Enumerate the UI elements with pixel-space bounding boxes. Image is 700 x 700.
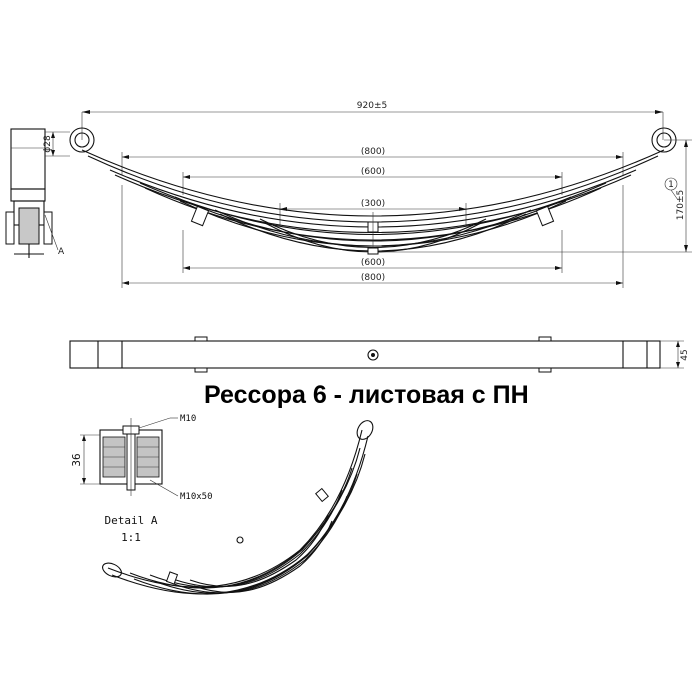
dim-top-300: (300) (361, 199, 385, 209)
left-eye (69, 127, 95, 153)
end-view: ϕ28 A (5, 128, 70, 258)
dim-width: 45 (680, 349, 690, 360)
isometric-view (102, 420, 374, 595)
callout-number: 1 (668, 180, 674, 190)
left-clamp (190, 205, 210, 227)
bolt-top-label: M10 (180, 414, 196, 424)
right-clamp (535, 205, 555, 227)
dim-camber: 170±5 (676, 190, 686, 220)
page-title: Рессора 6 - листовая с ПН (204, 381, 529, 409)
side-label-a: A (58, 247, 65, 257)
dim-bottom-800: (800) (361, 273, 385, 283)
dim-top-600: (600) (361, 167, 385, 177)
detail-a: M10 M10x50 36 Detail A 1:1 (70, 414, 213, 544)
top-view: 45 (69, 336, 690, 373)
detail-caption: Detail A (105, 514, 158, 527)
side-view: 920±5 (800) (600) (300) (69, 101, 692, 288)
dim-eye-diameter: ϕ28 (43, 135, 53, 153)
centre-bolt-top (367, 349, 379, 361)
dim-bottom-600: (600) (361, 258, 385, 268)
dim-overall-length: 920±5 (357, 101, 387, 111)
bolt-bottom-label: M10x50 (180, 492, 213, 502)
detail-scale: 1:1 (121, 531, 141, 544)
detail-height: 36 (70, 453, 83, 466)
dim-top-800: (800) (361, 147, 385, 157)
